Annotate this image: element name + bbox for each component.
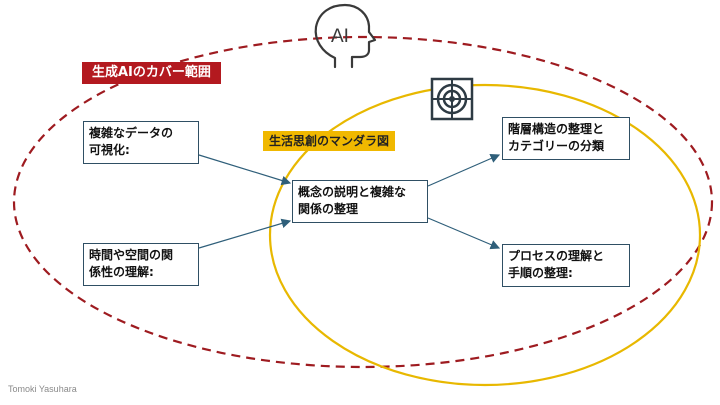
- node-line: 可視化:: [89, 143, 130, 157]
- node-line: 複雑なデータの: [89, 126, 174, 140]
- node-line: 時間や空間の関: [89, 248, 174, 262]
- ai-icon-text: AI: [331, 26, 349, 47]
- arrow-center-to-process: [427, 217, 501, 250]
- node-line: 関係の整理: [298, 202, 359, 216]
- node-line: 階層構造の整理と: [508, 122, 605, 136]
- node-line: 概念の説明と複雑な: [298, 185, 407, 199]
- inner-ellipse-mandala: [268, 83, 702, 387]
- arrow-spacetime-to-center: [198, 218, 292, 249]
- inner-region-label: 生活思創のマンダラ図: [263, 131, 396, 151]
- arrow-visualization-to-center: [198, 154, 292, 186]
- ai-head-icon: AI: [314, 3, 377, 69]
- node-data-visualization: 複雑なデータの 可視化:: [83, 121, 199, 164]
- arrow-center-to-hierarchy: [427, 153, 501, 187]
- outer-ellipse-ai-coverage: [12, 35, 714, 369]
- node-line: 係性の理解:: [89, 265, 154, 279]
- target-icon: [430, 77, 474, 121]
- node-line: プロセスの理解と: [508, 249, 605, 263]
- node-line: 手順の整理:: [508, 266, 573, 280]
- node-hierarchy-classification: 階層構造の整理と カテゴリーの分類: [502, 117, 630, 160]
- node-concept-explanation: 概念の説明と複雑な 関係の整理: [292, 180, 428, 223]
- node-process-procedure: プロセスの理解と 手順の整理:: [502, 244, 630, 287]
- author-credit: Tomoki Yasuhara: [8, 384, 77, 394]
- outer-region-label: 生成AIのカバー範囲: [82, 62, 221, 84]
- node-spacetime-relations: 時間や空間の関 係性の理解:: [83, 243, 199, 286]
- node-line: カテゴリーの分類: [508, 139, 605, 153]
